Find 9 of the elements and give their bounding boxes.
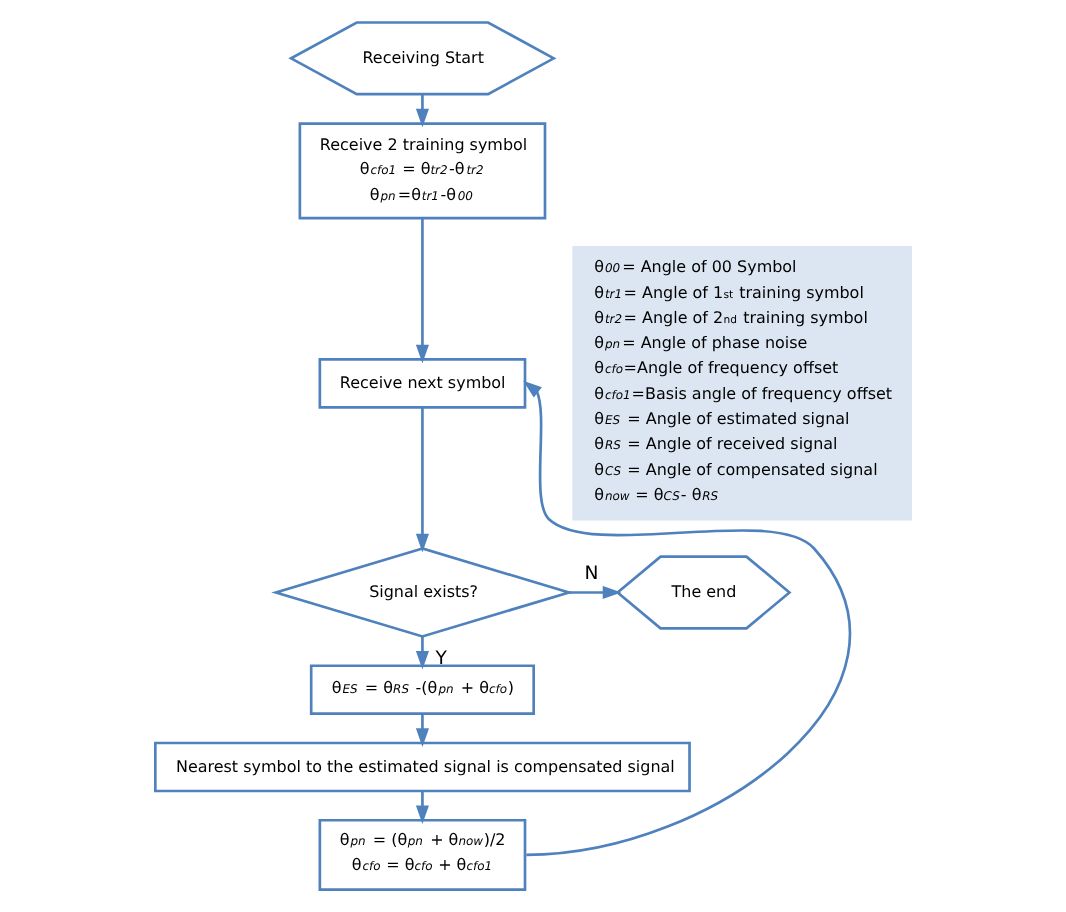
arrow (415, 713, 429, 748)
edge-label: N (584, 562, 599, 585)
arrow (523, 380, 851, 857)
arrow (569, 585, 622, 599)
arrow (415, 636, 429, 670)
arrow (415, 407, 429, 553)
arrow (415, 218, 429, 364)
arrow (415, 791, 429, 825)
arrow (415, 94, 429, 128)
